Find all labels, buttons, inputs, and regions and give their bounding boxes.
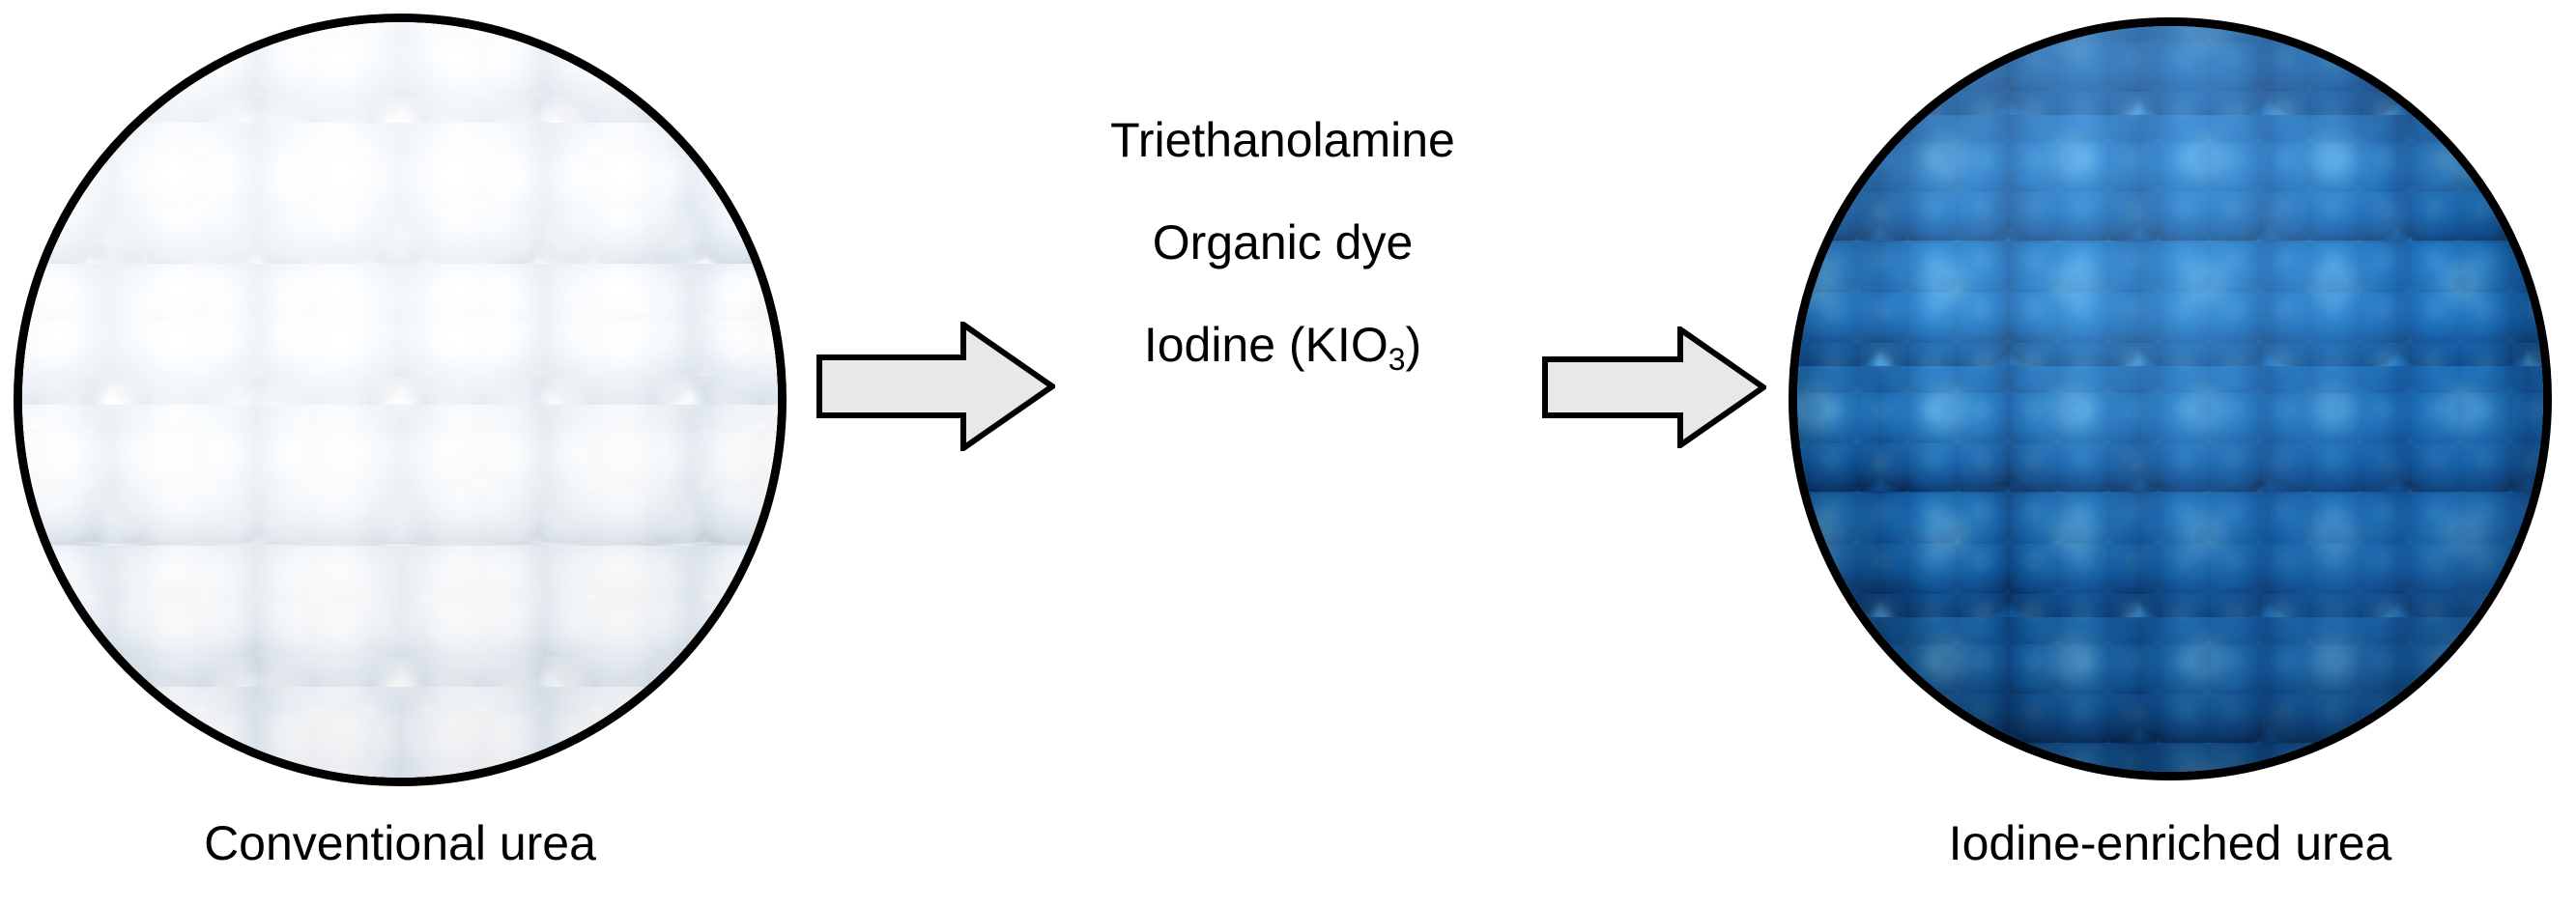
process-arrow-1 xyxy=(816,322,1055,451)
caption-conventional-urea: Conventional urea xyxy=(204,816,596,870)
reagent-iodine-suffix: ) xyxy=(1405,318,1422,372)
sample-disc-iodine-enriched-urea xyxy=(1789,17,2552,780)
reagent-triethanolamine: Triethanolamine xyxy=(1110,113,1455,167)
arrow-right-icon xyxy=(1542,326,1766,448)
reagent-iodine-kio3: Iodine (KIO3) xyxy=(981,321,1585,375)
reagent-list: Triethanolamine Organic dye Iodine (KIO3… xyxy=(981,116,1585,375)
sample-disc-conventional-urea xyxy=(14,14,787,786)
reagent-organic-dye: Organic dye xyxy=(1152,215,1414,269)
urea-shading-overlay xyxy=(22,22,778,778)
caption-iodine-enriched-urea: Iodine-enriched urea xyxy=(1948,816,2392,870)
iodine-enriched-urea-photo xyxy=(1797,26,2543,772)
arrow-right-icon xyxy=(816,322,1055,451)
reagent-iodine-subscript: 3 xyxy=(1388,341,1406,377)
reagent-iodine-prefix: Iodine (KIO xyxy=(1143,318,1388,372)
urea-prill-layer-5 xyxy=(22,22,778,778)
blue-urea-shading-overlay xyxy=(1797,26,2543,772)
conventional-urea-photo xyxy=(22,22,778,778)
process-arrow-2 xyxy=(1542,326,1766,448)
